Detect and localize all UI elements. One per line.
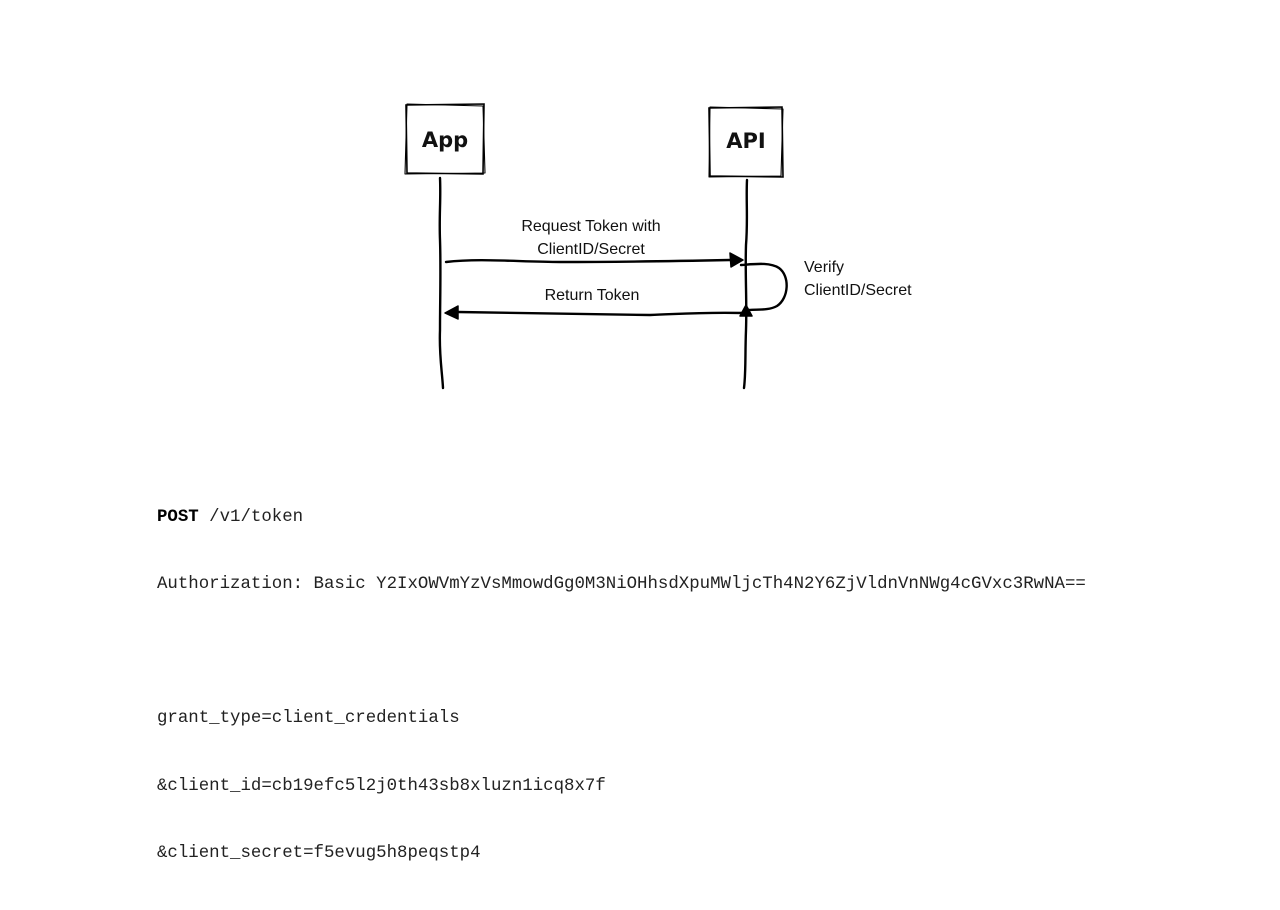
blank-line xyxy=(157,641,1086,663)
token-request-code: POST /v1/token Authorization: Basic Y2Ix… xyxy=(157,462,1086,910)
message-request-arrow xyxy=(444,258,732,264)
message-verify-label-line-1: Verify xyxy=(804,259,844,276)
actor-app: App xyxy=(404,103,486,175)
message-request-label-line-2: ClientID/Secret xyxy=(537,241,645,258)
actor-api-box-sketch xyxy=(708,106,784,178)
message-request-arrowhead xyxy=(729,252,744,268)
message-verify-label-line-2: ClientID/Secret xyxy=(804,282,912,299)
http-method: POST xyxy=(157,507,199,527)
message-return-label: Return Token xyxy=(545,287,640,304)
actor-api: API xyxy=(708,106,784,178)
slide: App API Request Token with ClientID/Secr… xyxy=(157,103,1086,863)
request-path: /v1/token xyxy=(198,507,304,527)
lifeline-app xyxy=(438,176,445,390)
lifeline-api xyxy=(742,178,749,390)
message-return-arrowhead xyxy=(444,305,459,320)
message-return-arrow xyxy=(456,310,746,317)
message-request-label-line-1: Request Token with xyxy=(521,218,660,235)
actor-app-box xyxy=(405,103,485,175)
sequence-diagram: App API Request Token with ClientID/Secr… xyxy=(404,103,912,390)
body-client-secret: &client_secret=f5evug5h8peqstp4 xyxy=(157,843,481,863)
request-line: POST /v1/token xyxy=(157,507,1086,529)
message-verify-loop xyxy=(739,262,788,312)
actor-api-label: API xyxy=(726,129,765,153)
actor-app-label: App xyxy=(422,128,468,152)
body-client-id: &client_id=cb19efc5l2j0th43sb8xluzn1icq8… xyxy=(157,776,606,796)
authorization-header: Authorization: Basic Y2IxOWVmYzVsMmowdGg… xyxy=(157,575,1086,595)
actor-app-box-sketch xyxy=(404,103,486,175)
